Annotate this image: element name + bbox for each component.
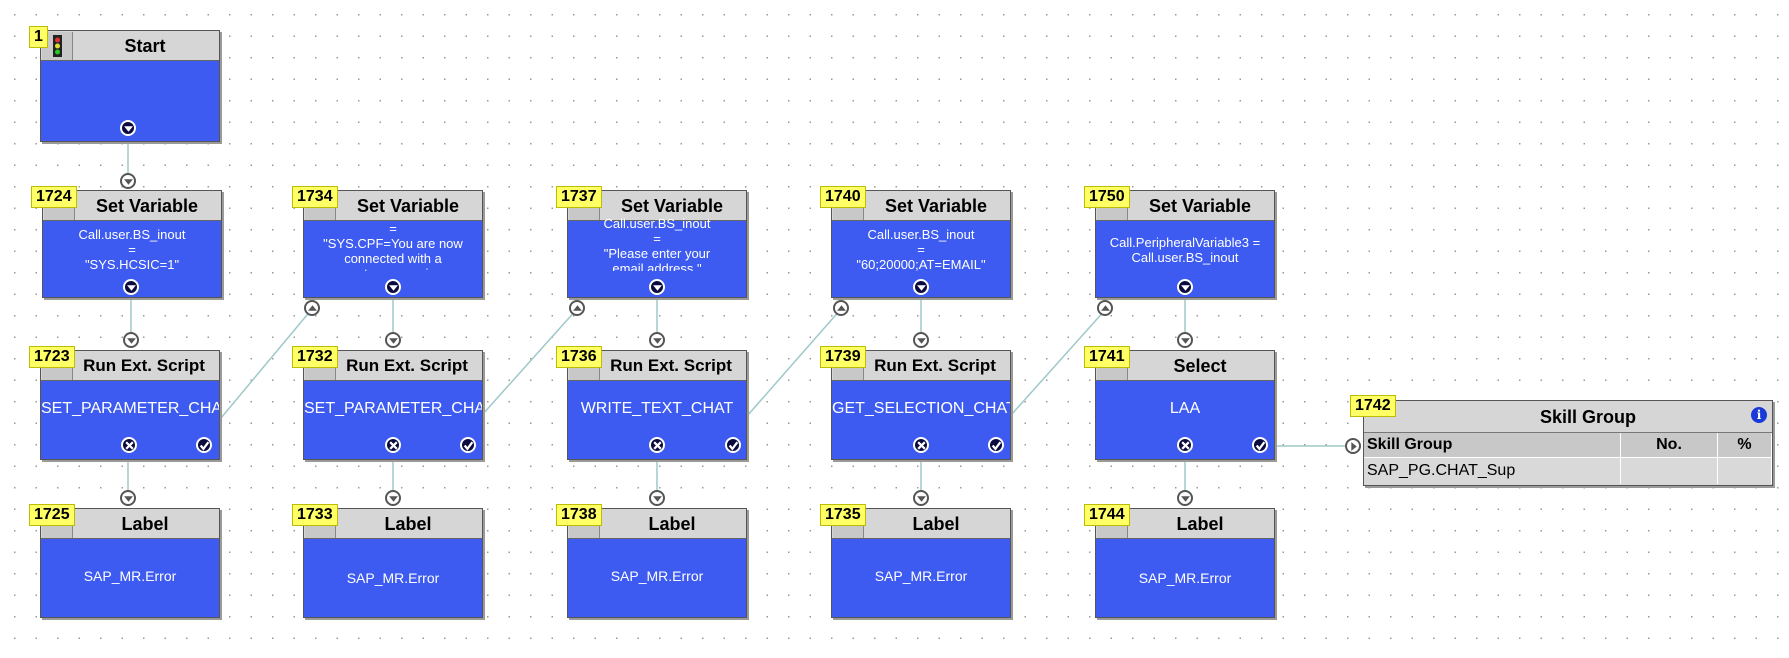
input-connector[interactable] [1177, 332, 1193, 348]
input-connector[interactable] [120, 173, 136, 189]
node-id-badge: 1724 [31, 186, 77, 208]
node-id-badge: 1725 [29, 504, 75, 526]
output-connector[interactable] [123, 279, 139, 295]
success-connector-icon[interactable] [1252, 437, 1268, 453]
input-connector[interactable] [913, 332, 929, 348]
node-id-badge: 1739 [820, 346, 866, 368]
node-body-text: SAP_MR.Error [1138, 571, 1232, 586]
success-connector-icon[interactable] [988, 437, 1004, 453]
output-connector[interactable] [649, 279, 665, 295]
node-id-badge: 1740 [820, 186, 866, 208]
input-connector[interactable] [649, 490, 665, 506]
column-header: % [1717, 433, 1772, 458]
input-connector[interactable] [385, 332, 401, 348]
failure-connector-icon[interactable] [385, 437, 401, 453]
input-connector[interactable] [833, 300, 849, 316]
success-connector-icon[interactable] [725, 437, 741, 453]
label-node[interactable]: Label 1725 SAP_MR.Error [29, 504, 220, 618]
node-body-text: Call.user.BS_inout = "Please enter your … [603, 216, 711, 271]
input-connector[interactable] [569, 300, 585, 316]
node-id-badge: 1723 [29, 346, 75, 368]
failure-connector-icon[interactable] [913, 437, 929, 453]
label-node[interactable]: Label 1744 SAP_MR.Error [1084, 504, 1275, 618]
output-connector[interactable] [120, 120, 136, 136]
node-body-text: = "SYS.CPF=You are now connected with a … [323, 221, 463, 271]
skill-group-title: Skill Group [1539, 407, 1636, 427]
input-connector[interactable] [1177, 490, 1193, 506]
input-connector[interactable] [123, 332, 139, 348]
success-connector-icon[interactable] [196, 437, 212, 453]
node-body-text: SET_PARAMETER_CHAT [41, 401, 219, 417]
failure-connector-icon[interactable] [649, 437, 665, 453]
node-body-text: SAP_MR.Error [83, 569, 177, 584]
node-id-badge: 1737 [556, 186, 602, 208]
output-connector[interactable] [385, 279, 401, 295]
input-connector[interactable] [649, 332, 665, 348]
node-body-text: SAP_MR.Error [610, 569, 704, 584]
set-variable-node[interactable]: Set Variable 1737 Call.user.BS_inout = "… [556, 186, 747, 298]
wire [739, 308, 842, 425]
label-node[interactable]: Label 1733 SAP_MR.Error [292, 504, 483, 618]
node-body-text: Call.user.BS_inout = "SYS.HCSIC=1" [78, 227, 186, 272]
info-icon[interactable]: i [1751, 407, 1767, 423]
failure-connector-icon[interactable] [121, 437, 137, 453]
table-cell [1620, 457, 1718, 484]
wire [1002, 308, 1107, 425]
node-body-text: SAP_MR.Error [346, 571, 440, 586]
failure-connector-icon[interactable] [1177, 437, 1193, 453]
start-node[interactable]: Start 1 [29, 26, 220, 142]
input-connector[interactable] [1345, 438, 1361, 454]
wire [215, 308, 313, 425]
node-body-text: LAA [1169, 401, 1201, 417]
table-cell [1717, 457, 1772, 484]
node-id-badge: 1738 [556, 504, 602, 526]
label-node[interactable]: Label 1735 SAP_MR.Error [820, 504, 1011, 618]
wire [473, 308, 578, 425]
node-body-text: GET_SELECTION_CHAT [832, 401, 1010, 417]
set-variable-node[interactable]: Set Variable 1750 Call.PeripheralVariabl… [1084, 186, 1275, 298]
node-body-text: SAP_MR.Error [874, 569, 968, 584]
node-id-badge: 1750 [1084, 186, 1130, 208]
node-id-badge: 1735 [820, 504, 866, 526]
column-header: No. [1620, 433, 1718, 458]
node-id-badge: 1736 [556, 346, 602, 368]
success-connector-icon[interactable] [460, 437, 476, 453]
label-node[interactable]: Label 1738 SAP_MR.Error [556, 504, 747, 618]
node-body-text: WRITE_TEXT_CHAT [580, 401, 734, 417]
table-row[interactable]: SAP_PG.CHAT_Sup [1364, 457, 1772, 484]
table-cell: SAP_PG.CHAT_Sup [1364, 457, 1621, 484]
node-id-badge: 1 [29, 26, 48, 48]
input-connector[interactable] [385, 490, 401, 506]
node-body-text: Call.PeripheralVariable3 = Call.user.BS_… [1109, 235, 1261, 265]
input-connector[interactable] [913, 490, 929, 506]
skill-group-node[interactable]: Skill Group i 1742 Skill Group No. % SAP… [1350, 395, 1773, 486]
node-id-badge: 1734 [292, 186, 338, 208]
column-header: Skill Group [1364, 433, 1621, 458]
skill-group-table: Skill Group No. % SAP_PG.CHAT_Sup [1364, 433, 1772, 484]
node-id-badge: 1732 [292, 346, 338, 368]
node-body-text: Call.user.BS_inout = "60;20000;AT=EMAIL" [856, 227, 986, 272]
node-id-badge: 1744 [1084, 504, 1130, 526]
output-connector[interactable] [913, 279, 929, 295]
node-id-badge: 1741 [1084, 346, 1130, 368]
node-id-badge: 1733 [292, 504, 338, 526]
node-title: Skill Group i [1364, 401, 1772, 433]
input-connector[interactable] [304, 300, 320, 316]
output-connector[interactable] [1177, 279, 1193, 295]
node-body-text: SET_PARAMETER_CHAT [304, 401, 482, 417]
node-id-badge: 1742 [1350, 395, 1396, 417]
input-connector[interactable] [120, 490, 136, 506]
input-connector[interactable] [1097, 300, 1113, 316]
